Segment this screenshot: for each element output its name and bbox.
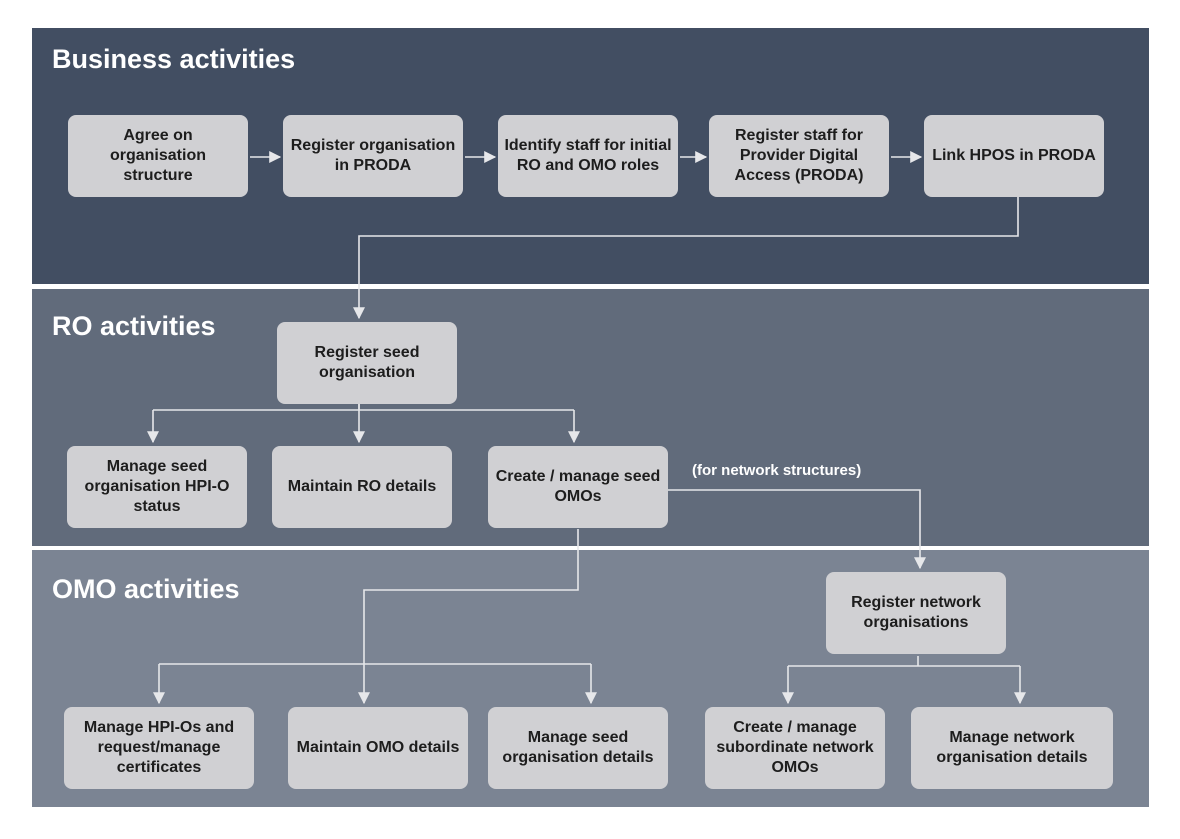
step-create-seed-omos: Create / manage seed OMOs xyxy=(488,446,668,528)
step-maintain-omo: Maintain OMO details xyxy=(288,707,468,789)
step-manage-seed-details: Manage seed organisation details xyxy=(488,707,668,789)
business-activities-title: Business activities xyxy=(52,44,296,74)
step-agree-structure: Agree on organisation structure xyxy=(68,115,248,197)
step-link-hpos: Link HPOS in PRODA xyxy=(924,115,1104,197)
step-identify-staff: Identify staff for initial RO and OMO ro… xyxy=(498,115,678,197)
network-structures-note: (for network structures) xyxy=(692,462,862,479)
step-manage-seed-status: Manage seed organisation HPI-O status xyxy=(67,446,247,528)
step-register-seed: Register seed organisation xyxy=(277,322,457,404)
step-maintain-ro: Maintain RO details xyxy=(272,446,452,528)
step-create-subordinate: Create / manage subordinate network OMOs xyxy=(705,707,885,789)
step-manage-network-details: Manage network organisation details xyxy=(911,707,1113,789)
omo-activities-title: OMO activities xyxy=(52,574,240,604)
ro-activities-title: RO activities xyxy=(52,311,216,341)
step-register-staff: Register staff for Provider Digital Acce… xyxy=(709,115,889,197)
step-register-network: Register network organisations xyxy=(826,572,1006,654)
step-manage-hpios: Manage HPI-Os and request/manage certifi… xyxy=(64,707,254,789)
step-register-organisation: Register organisation in PRODA xyxy=(283,115,463,197)
